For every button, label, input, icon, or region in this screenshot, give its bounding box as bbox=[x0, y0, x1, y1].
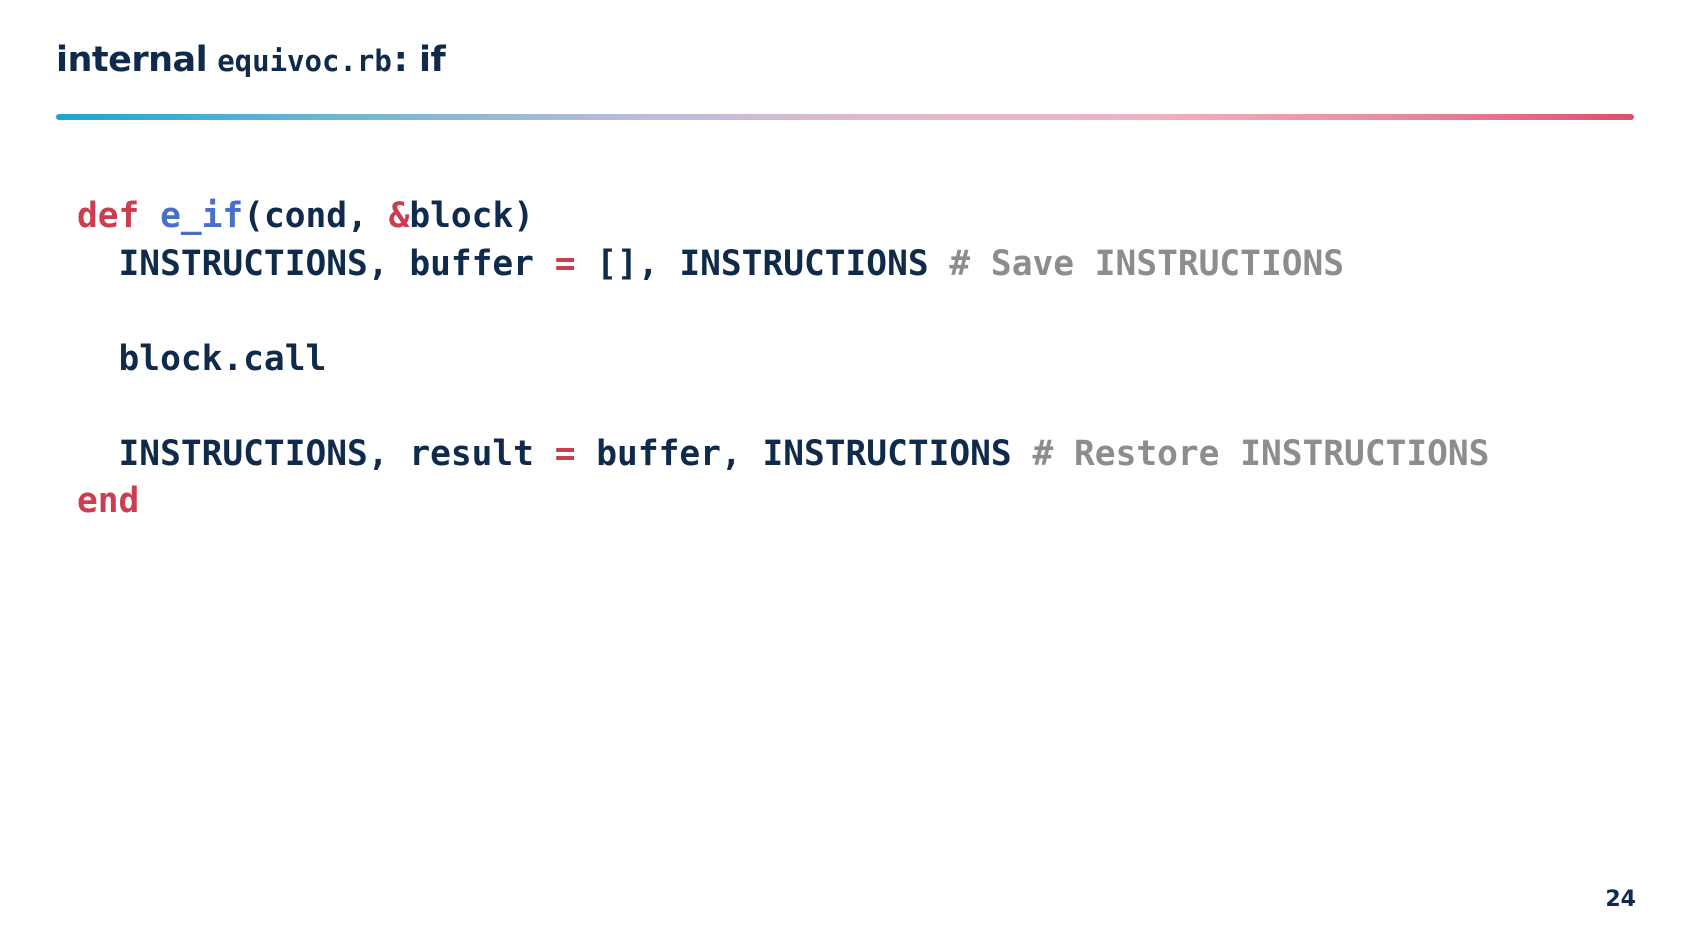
code-space bbox=[139, 196, 160, 236]
code-comment: # Save INSTRUCTIONS bbox=[949, 243, 1345, 284]
assignment-operator: = bbox=[554, 433, 576, 474]
code-line-1: def e_if(cond, &block) bbox=[77, 193, 1489, 241]
assignment-lhs: INSTRUCTIONS, buffer bbox=[77, 243, 555, 284]
title-divider bbox=[56, 114, 1634, 120]
keyword-def: def bbox=[77, 196, 140, 236]
code-comment: # Restore INSTRUCTIONS bbox=[1032, 433, 1490, 474]
slide-title-filename: equivoc.rb bbox=[217, 44, 392, 78]
code-line-5 bbox=[77, 383, 1489, 431]
code-line-6: INSTRUCTIONS, result = buffer, INSTRUCTI… bbox=[77, 431, 1490, 479]
function-name: e_if bbox=[160, 196, 244, 236]
assignment-lhs: INSTRUCTIONS, result bbox=[77, 433, 555, 474]
slide-title-suffix: : if bbox=[393, 40, 446, 80]
code-line-2: INSTRUCTIONS, buffer = [], INSTRUCTIONS … bbox=[77, 241, 1489, 289]
assignment-rhs: [], INSTRUCTIONS bbox=[575, 243, 950, 284]
slide-title: internal equivoc.rb : if bbox=[56, 40, 446, 88]
assignment-operator: = bbox=[554, 243, 576, 284]
params-open: (cond, bbox=[243, 196, 389, 236]
code-line-3 bbox=[77, 288, 1489, 336]
code-line-7: end bbox=[77, 478, 1489, 526]
keyword-end: end bbox=[77, 481, 140, 521]
assignment-rhs: buffer, INSTRUCTIONS bbox=[575, 433, 1033, 474]
slide-title-prefix: internal bbox=[56, 40, 208, 80]
code-block: def e_if(cond, &block) INSTRUCTIONS, buf… bbox=[77, 193, 1489, 526]
block-sigil: & bbox=[388, 196, 410, 236]
page-number: 24 bbox=[1605, 887, 1636, 912]
code-line-4: block.call bbox=[77, 338, 327, 379]
params-close: block) bbox=[409, 196, 534, 236]
